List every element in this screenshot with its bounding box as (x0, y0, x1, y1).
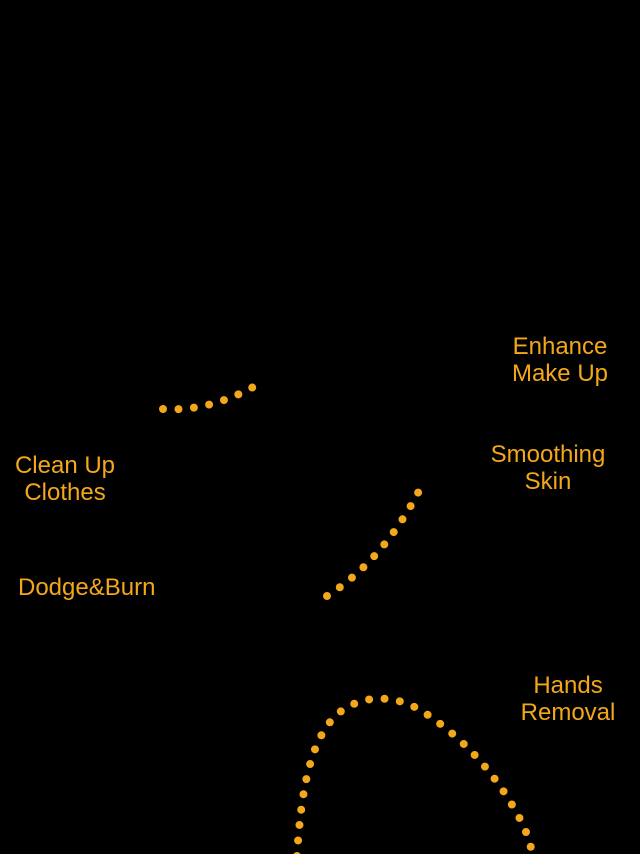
label-enhance-make-up: Enhance Make Up (480, 333, 640, 387)
label-line: Clean Up (14, 452, 116, 479)
label-line: Skin (524, 468, 572, 495)
label-line: Smoothing (490, 441, 606, 468)
label-dodge-and-burn: Dodge&Burn (18, 574, 155, 601)
label-hands-removal: Hands Removal (490, 672, 640, 726)
label-line: Dodge&Burn (18, 574, 156, 601)
label-smoothing-skin: Smoothing Skin (468, 441, 628, 495)
label-line: Clothes (24, 479, 106, 506)
label-line: Removal (520, 699, 616, 726)
label-line: Enhance (512, 333, 608, 360)
smoothing-skin-arc (323, 483, 425, 600)
label-clean-up-clothes: Clean Up Clothes (0, 452, 130, 506)
label-line: Make Up (511, 360, 609, 387)
clean-up-clothes-arc (159, 378, 266, 414)
label-line: Hands (533, 672, 603, 699)
